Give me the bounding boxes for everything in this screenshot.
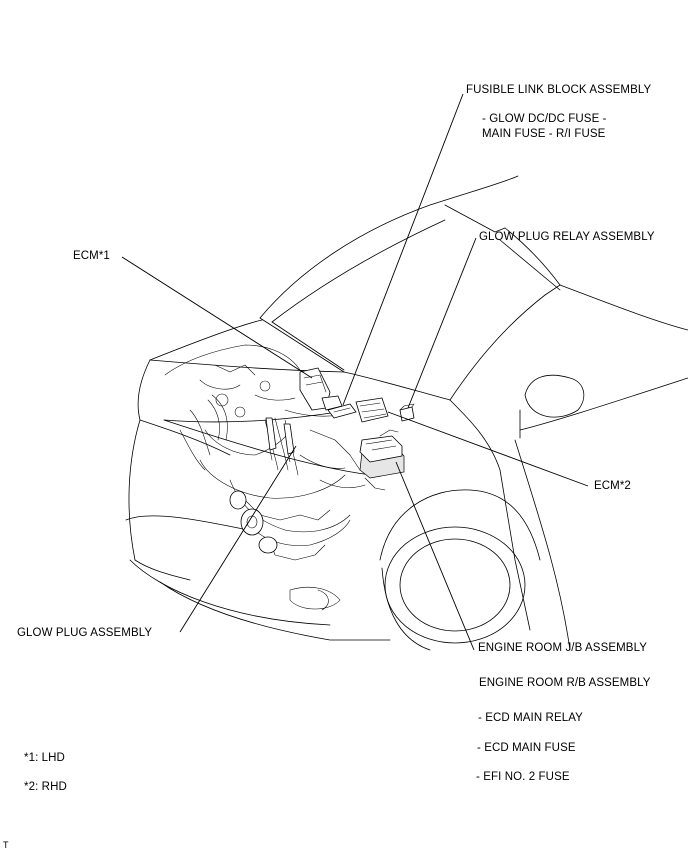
ecd-main-relay-label: - ECD MAIN RELAY (478, 712, 583, 724)
fusible-link-sub-label-1: - GLOW DC/DC FUSE - (482, 113, 607, 125)
note-lhd: *1: LHD (24, 752, 65, 764)
ecm2-unit-icon (355, 397, 389, 423)
engine-room-rb-label: ENGINE ROOM R/B ASSEMBLY (479, 677, 651, 689)
fusible-link-block-label: FUSIBLE LINK BLOCK ASSEMBLY (466, 84, 652, 96)
fusible-link-sub-label-2: MAIN FUSE - R/I FUSE (482, 128, 606, 140)
glow-plug-label: GLOW PLUG ASSEMBLY (17, 627, 153, 639)
car-body-icon (125, 175, 688, 651)
efi-no2-fuse-label: - EFI NO. 2 FUSE (476, 771, 570, 783)
corner-mark: T (3, 840, 9, 850)
glow-plug-relay-label: GLOW PLUG RELAY ASSEMBLY (479, 231, 655, 243)
note-rhd: *2: RHD (24, 781, 67, 793)
ecm1-label: ECM*1 (73, 250, 110, 262)
engine-room-jb-icon (359, 429, 405, 491)
glow-plug-icon (265, 417, 295, 463)
engine-room-jb-label: ENGINE ROOM J/B ASSEMBLY (478, 642, 647, 654)
ecd-main-fuse-label: - ECD MAIN FUSE (477, 742, 576, 754)
ecm1-unit-icon (299, 367, 343, 411)
engine-icon (164, 344, 366, 561)
ecm2-label: ECM*2 (594, 480, 631, 492)
glow-plug-relay-icon (399, 403, 415, 422)
leader-lines (121, 93, 589, 651)
fusible-link-block-icon (327, 403, 357, 419)
